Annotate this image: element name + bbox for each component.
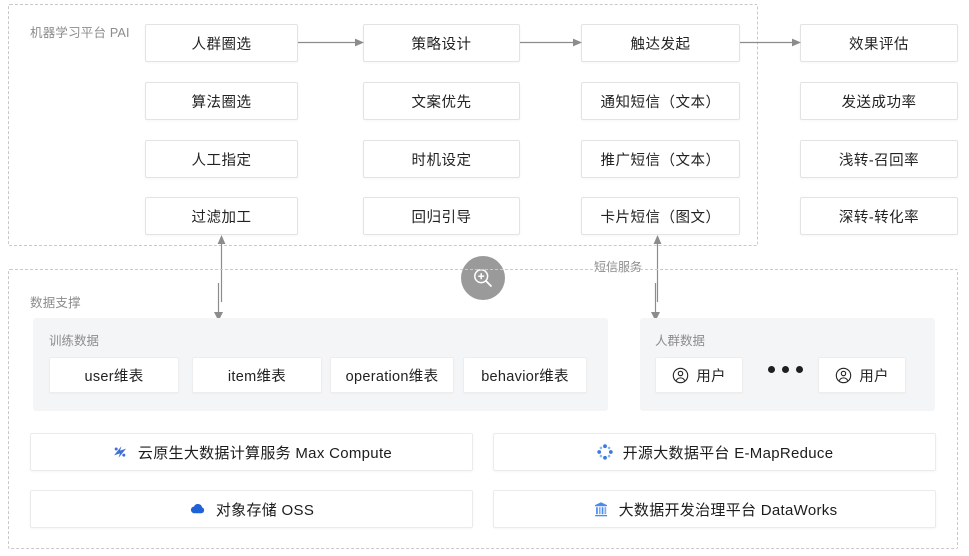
service-label: 云原生大数据计算服务 Max Compute (137, 444, 393, 462)
service-label: 大数据开发治理平台 DataWorks (618, 501, 838, 519)
flow-box-reach-4[interactable]: 卡片短信（图文） (581, 197, 740, 235)
arrow-strategy-to-reach (520, 38, 582, 47)
flow-box-label: 深转-转化率 (838, 209, 920, 226)
flow-box-strategy-1[interactable]: 策略设计 (363, 24, 520, 62)
chip-label: user维表 (84, 368, 144, 385)
flow-box-label: 触达发起 (630, 36, 691, 53)
flow-box-label: 文案优先 (411, 94, 472, 111)
pai-section-label: 机器学习平台 PAI (30, 26, 130, 40)
chip-label: item维表 (227, 368, 287, 385)
flow-box-reach-2[interactable]: 通知短信（文本） (581, 82, 740, 120)
flow-box-label: 策略设计 (411, 36, 472, 53)
data-support-section-container (8, 269, 958, 549)
flow-box-audience-2[interactable]: 算法圈选 (145, 82, 298, 120)
flow-box-label: 人工指定 (191, 152, 252, 169)
arrow-reach-to-effect (740, 38, 801, 47)
flow-box-reach-1[interactable]: 触达发起 (581, 24, 740, 62)
dot (781, 365, 789, 373)
arrow-sms-service-to-card-sms (653, 235, 662, 302)
chip-item-dim-table[interactable]: item维表 (192, 357, 322, 393)
dataworks-icon (592, 500, 610, 518)
flow-box-label: 算法圈选 (191, 94, 252, 111)
flow-box-audience-1[interactable]: 人群圈选 (145, 24, 298, 62)
maxcompute-icon (111, 443, 129, 461)
flow-box-audience-4[interactable]: 过滤加工 (145, 197, 298, 235)
chip-operation-dim-table[interactable]: operation维表 (330, 357, 454, 393)
chip-crowd-user-2[interactable]: 用户 (818, 357, 906, 393)
flow-box-strategy-2[interactable]: 文案优先 (363, 82, 520, 120)
service-bar-max-compute[interactable]: 云原生大数据计算服务 Max Compute (30, 433, 473, 471)
ellipsis-dots (762, 363, 808, 375)
flow-box-strategy-4[interactable]: 回归引导 (363, 197, 520, 235)
chip-behavior-dim-table[interactable]: behavior维表 (463, 357, 587, 393)
service-bar-dataworks[interactable]: 大数据开发治理平台 DataWorks (493, 490, 936, 528)
flow-box-label: 发送成功率 (841, 94, 917, 111)
flow-box-effect-1[interactable]: 效果评估 (800, 24, 958, 62)
chip-crowd-user-1[interactable]: 用户 (655, 357, 743, 393)
edge-label-sms-service: 短信服务 (594, 260, 643, 274)
training-data-panel-label: 训练数据 (49, 334, 100, 348)
chip-label: 用户 (696, 368, 726, 385)
flow-box-label: 浅转-召回率 (838, 152, 920, 169)
dot (795, 365, 803, 373)
flow-box-effect-3[interactable]: 浅转-召回率 (800, 140, 958, 178)
flow-box-label: 人群圈选 (191, 36, 252, 53)
flow-box-reach-3[interactable]: 推广短信（文本） (581, 140, 740, 178)
service-bar-e-mapreduce[interactable]: 开源大数据平台 E-MapReduce (493, 433, 936, 471)
flow-box-strategy-3[interactable]: 时机设定 (363, 140, 520, 178)
crowd-data-panel-label: 人群数据 (655, 334, 706, 348)
flow-box-label: 推广短信（文本） (600, 152, 721, 169)
flow-box-label: 时机设定 (411, 152, 472, 169)
pai-section-container (8, 4, 758, 246)
flow-box-effect-4[interactable]: 深转-转化率 (800, 197, 958, 235)
chip-label: 用户 (859, 368, 889, 385)
arrow-down-to-crowd-panel (651, 283, 660, 321)
user-circle-icon (672, 367, 689, 384)
flow-box-effect-2[interactable]: 发送成功率 (800, 82, 958, 120)
chip-label: behavior维表 (481, 368, 569, 385)
flow-box-label: 回归引导 (411, 209, 472, 226)
service-label: 开源大数据平台 E-MapReduce (622, 444, 834, 462)
user-circle-icon (835, 367, 852, 384)
flow-box-audience-3[interactable]: 人工指定 (145, 140, 298, 178)
chip-user-dim-table[interactable]: user维表 (49, 357, 179, 393)
flow-box-label: 效果评估 (849, 36, 909, 53)
chip-label: operation维表 (345, 368, 439, 385)
oss-cloud-icon (189, 500, 207, 518)
arrow-audience-to-strategy (298, 38, 364, 47)
flow-box-label: 卡片短信（图文） (600, 209, 721, 226)
flow-box-label: 通知短信（文本） (600, 94, 721, 111)
arrow-training-data-to-filter (217, 235, 226, 302)
service-label: 对象存储 OSS (215, 501, 315, 519)
zoom-in-button[interactable] (461, 256, 505, 300)
flow-box-label: 过滤加工 (191, 209, 252, 226)
data-support-section-label: 数据支撑 (30, 296, 81, 310)
service-bar-oss[interactable]: 对象存储 OSS (30, 490, 473, 528)
arrow-down-to-training-panel (214, 283, 223, 321)
dot (767, 365, 775, 373)
emapreduce-icon (596, 443, 614, 461)
